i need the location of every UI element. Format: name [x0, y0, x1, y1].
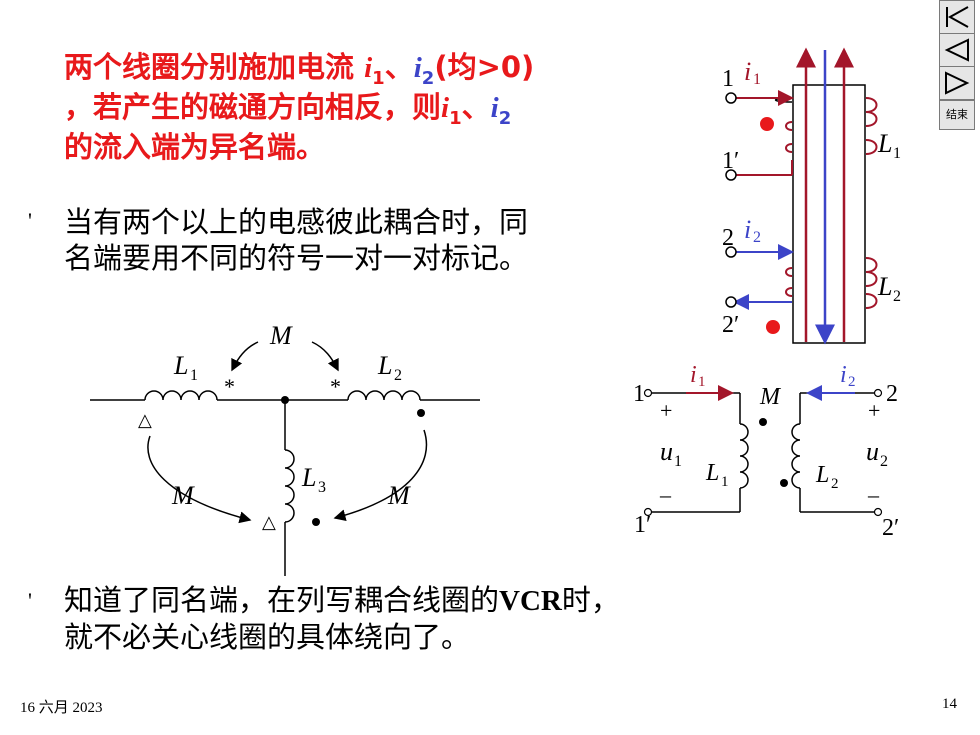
terminal-1 — [643, 388, 653, 398]
label-terminal-2p: 2′ — [722, 312, 739, 338]
bullet2-line-1: 知道了同名端，在列写耦合线圈的VCR时， — [64, 583, 620, 617]
label-plus-right: + — [868, 398, 880, 423]
label-L3-sub: 3 — [318, 479, 326, 496]
label-L2: L — [815, 462, 829, 488]
terminal-1p — [725, 169, 737, 181]
prev-icon — [944, 38, 969, 62]
terminal-1 — [725, 92, 737, 104]
next-slide-button[interactable] — [939, 66, 975, 100]
red-line-3: 的流入端为异名端。 — [64, 129, 326, 164]
arrow-M-left — [147, 435, 252, 524]
red-line-2: ，若产生的磁通方向相反，则i1、i2 — [64, 89, 512, 129]
bullet-text-1: 当有两个以上的电感彼此耦合时，同 名端要用不同的符号一对一对标记。 — [64, 205, 684, 276]
label-u1: u — [660, 437, 673, 466]
label-L1-sub: 1 — [190, 367, 198, 384]
terminal-1p — [643, 507, 653, 517]
label-terminal-1p: 1′ — [722, 148, 739, 174]
dot-L3 — [312, 518, 320, 526]
label-L2-sub: 2 — [831, 476, 839, 492]
label-i2: i — [744, 215, 751, 244]
label-i1: i — [744, 57, 751, 86]
triangle-L1: △ — [138, 410, 152, 430]
terminal-2 — [873, 388, 883, 398]
label-i1: i — [690, 362, 697, 388]
label-M-left: M — [171, 481, 195, 510]
label-L1-sub: 1 — [721, 474, 729, 490]
star-L2: * — [330, 374, 341, 399]
dot-L2 — [417, 409, 425, 417]
inductor-L2 — [347, 390, 421, 401]
coil1-windings-front — [865, 97, 878, 127]
first-icon — [946, 6, 969, 28]
dot-L2 — [780, 479, 788, 487]
coupled-inductor-symbol: 1 1′ 2 2′ i 1 i 2 M + + – – u 1 u 2 L 1 … — [633, 362, 899, 541]
label-L2-sub: 2 — [394, 367, 402, 384]
bullet1-line-2: 名端要用不同的符号一对一对标记。 — [64, 240, 529, 275]
label-minus-left: – — [659, 482, 672, 507]
prev-slide-button[interactable] — [939, 33, 975, 67]
red-statement: 两个线圈分别施加电流 i1、i2(均>0) ，若产生的磁通方向相反，则i1、i2… — [64, 50, 664, 166]
bullet1-line-1: 当有两个以上的电感彼此耦合时，同 — [64, 205, 529, 239]
dot-coil1 — [760, 117, 774, 131]
dot-coil2 — [766, 320, 780, 334]
label-terminal-2p: 2′ — [882, 515, 899, 541]
label-L2: L — [377, 351, 392, 380]
label-i2: i — [840, 362, 847, 388]
coil-core-diagram: 1 i 1 1′ 2 i 2 2′ L 1 L 2 — [722, 47, 901, 345]
arrow-M-top-left — [231, 341, 259, 372]
label-L2-sub: 2 — [893, 288, 901, 305]
label-L1-sub: 1 — [893, 145, 901, 162]
terminal-2 — [725, 246, 737, 258]
footer-date: 16 六月 2023 — [20, 700, 103, 716]
next-icon — [945, 71, 970, 95]
page-number: 14 — [942, 696, 957, 712]
arrow-M-right — [333, 429, 428, 522]
triangle-L3: △ — [262, 512, 276, 532]
label-u2: u — [866, 437, 879, 466]
inductor-L1 — [739, 423, 749, 489]
label-i1-sub: 1 — [753, 71, 761, 88]
label-terminal-2: 2 — [886, 381, 898, 407]
label-L3: L — [301, 463, 316, 492]
label-i2-sub: 2 — [848, 374, 856, 390]
bullet-mark-1: ' — [28, 208, 32, 233]
label-M: M — [759, 384, 782, 410]
dot-L1 — [759, 418, 767, 426]
inductor-L3 — [284, 449, 295, 523]
label-M-top: M — [269, 321, 293, 350]
label-M-right: M — [387, 481, 411, 510]
label-u2-sub: 2 — [880, 453, 888, 470]
label-L2: L — [877, 272, 892, 301]
three-coil-diagram: △ * * △ M M M L 1 L 2 L 3 — [90, 321, 480, 576]
bullet2-line-2: 就不必关心线圈的具体绕向了。 — [64, 619, 471, 654]
terminal-2p — [725, 296, 737, 308]
end-show-button[interactable]: 结束 — [939, 100, 975, 130]
bullet-mark-2: ' — [28, 588, 32, 613]
label-i1-sub: 1 — [698, 374, 706, 390]
inductor-L1 — [144, 390, 218, 401]
first-slide-button[interactable] — [939, 0, 975, 34]
arrow-M-top-right — [311, 341, 339, 372]
label-plus-left: + — [660, 398, 672, 423]
label-terminal-1: 1 — [722, 66, 734, 92]
terminal-2p — [873, 507, 883, 517]
label-L1: L — [705, 460, 719, 486]
label-L1: L — [877, 129, 892, 158]
label-i2-sub: 2 — [753, 229, 761, 246]
label-u1-sub: 1 — [674, 453, 682, 470]
coil2-windings-front — [865, 257, 878, 287]
label-terminal-1: 1 — [633, 381, 645, 407]
iron-core — [792, 84, 866, 344]
red-line-1: 两个线圈分别施加电流 i1、i2(均>0) — [64, 50, 535, 89]
label-terminal-2: 2 — [722, 225, 734, 251]
inductor-L2 — [791, 423, 801, 489]
bullet-text-2: 知道了同名端，在列写耦合线圈的VCR时， 就不必关心线圈的具体绕向了。 — [64, 583, 844, 655]
label-minus-right: – — [867, 482, 880, 507]
star-L1: * — [224, 374, 235, 399]
label-terminal-1p: 1′ — [634, 512, 651, 538]
label-L1: L — [173, 351, 188, 380]
